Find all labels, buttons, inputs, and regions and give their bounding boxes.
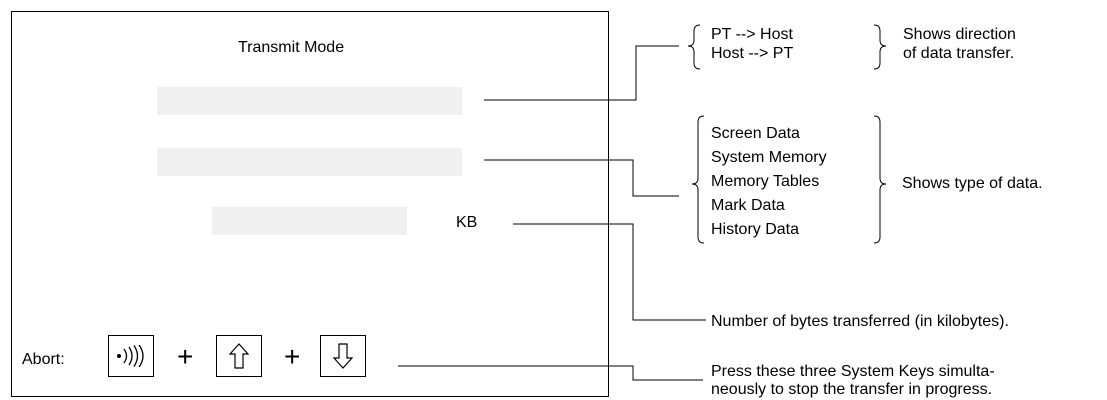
plus-sign-1: + [177, 341, 194, 372]
data-type-option-5: History Data [711, 221, 800, 238]
direction-option-2: Host --> PT [711, 45, 794, 62]
data-type-option-1: Screen Data [711, 125, 800, 142]
down-arrow-icon [333, 343, 353, 369]
up-arrow-key-button[interactable] [216, 335, 262, 377]
abort-label: Abort: [22, 351, 65, 368]
transmit-key-button[interactable] [108, 335, 154, 377]
screen-title: Transmit Mode [238, 39, 345, 56]
transmit-screen [11, 11, 609, 397]
down-arrow-key-button[interactable] [320, 335, 366, 377]
transmit-waves-icon [117, 345, 144, 367]
data-type-option-3: Memory Tables [711, 173, 820, 190]
direction-desc-2: of data transfer. [903, 45, 1015, 62]
direction-field [157, 87, 462, 115]
data-type-option-4: Mark Data [711, 197, 785, 214]
bytes-field [212, 207, 407, 235]
direction-desc-1: Shows direction [903, 26, 1016, 43]
bytes-desc: Number of bytes transferred (in kilobyte… [711, 313, 1009, 330]
kb-unit-label: KB [456, 214, 478, 231]
keys-desc-1: Press these three System Keys simulta- [711, 363, 995, 380]
plus-sign-2: + [284, 341, 301, 372]
up-arrow-icon [229, 343, 249, 369]
data-type-desc: Shows type of data. [902, 175, 1043, 192]
keys-desc-2: neously to stop the transfer in progress… [711, 381, 993, 398]
direction-option-1: PT --> Host [711, 26, 793, 43]
data-type-option-2: System Memory [711, 149, 827, 166]
data-type-field [157, 148, 462, 176]
